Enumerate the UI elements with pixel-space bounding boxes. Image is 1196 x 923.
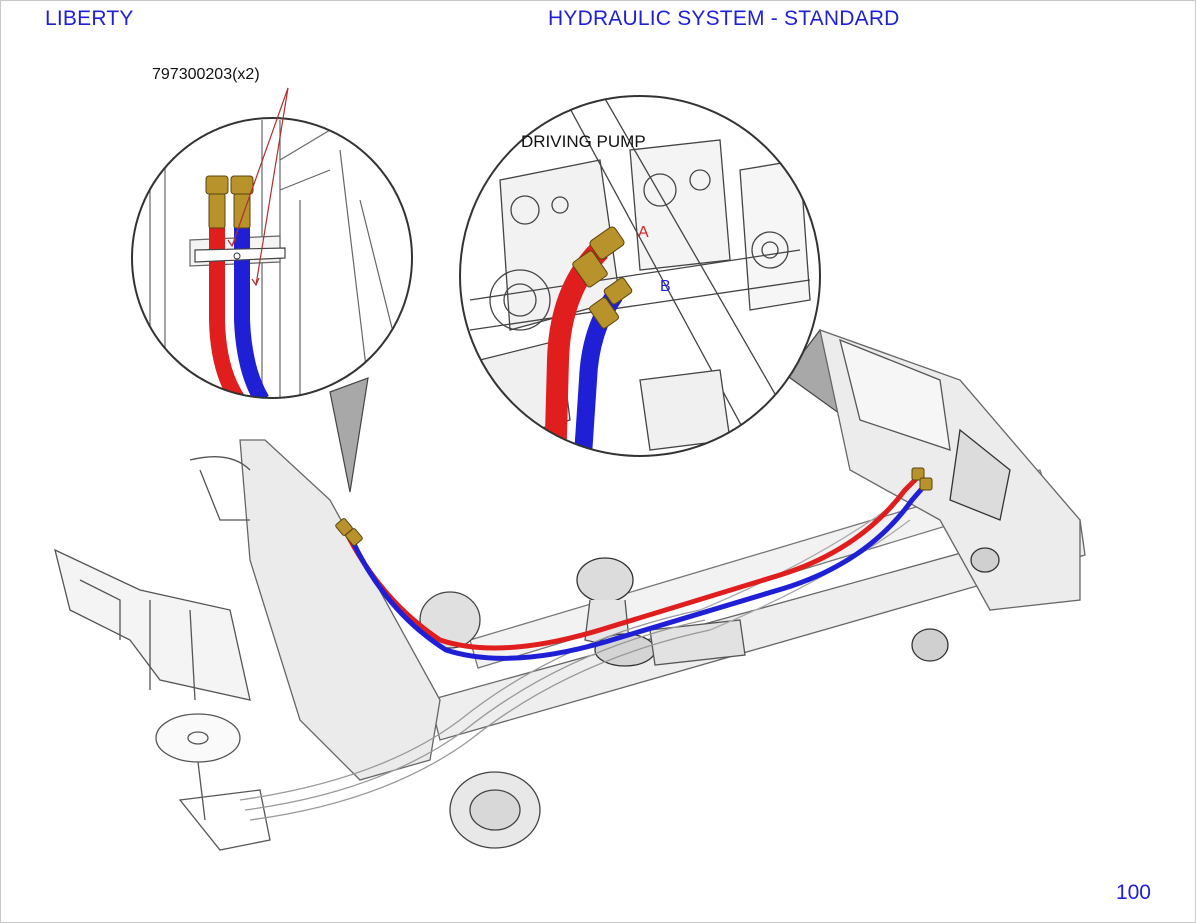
brand-title: LIBERTY <box>45 7 134 30</box>
left-zoom-detail <box>132 118 412 398</box>
page-number: 100 <box>1115 881 1151 904</box>
driving-pump-label: DRIVING PUMP <box>521 132 646 151</box>
left-zoom-pointer <box>329 377 369 493</box>
system-title: HYDRAULIC SYSTEM - STANDARD <box>548 7 900 30</box>
main-hydraulic-hoses <box>342 472 929 661</box>
port-a-label: A <box>638 224 649 241</box>
port-b-label: B <box>660 278 671 295</box>
left-zoom-ring <box>131 117 413 399</box>
main-hose-fittings <box>335 467 933 546</box>
part-number-arrows <box>227 87 289 287</box>
right-zoom-ring <box>459 95 821 457</box>
part-number-label: 797300203(x2) <box>152 66 260 83</box>
